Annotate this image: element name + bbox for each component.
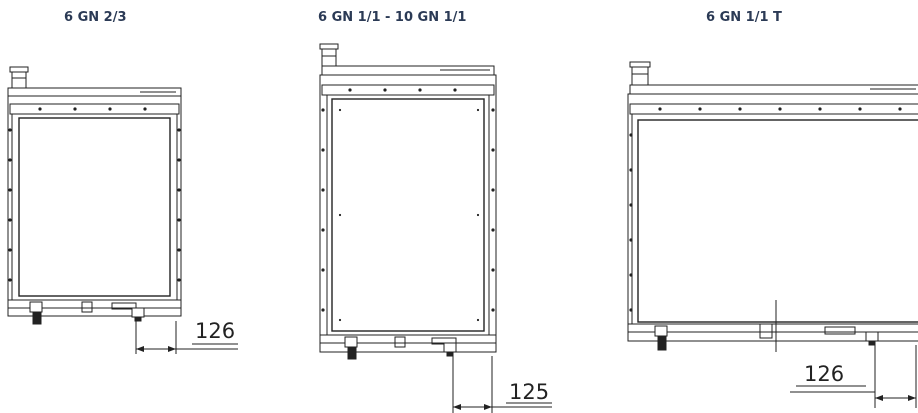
dimension-label-3: 126 — [804, 362, 844, 386]
variant-title-3: 6 GN 1/1 T — [706, 10, 782, 25]
variant-title-1: 6 GN 2/3 — [64, 10, 127, 25]
dimension-label-1: 126 — [195, 319, 235, 343]
unit-drawing-3 — [627, 61, 918, 408]
variant-title-2: 6 GN 1/1 - 10 GN 1/1 — [318, 10, 467, 25]
unit-drawing-1 — [7, 66, 238, 354]
dimension-label-2: 125 — [509, 380, 549, 404]
unit-drawing-2 — [319, 43, 552, 413]
